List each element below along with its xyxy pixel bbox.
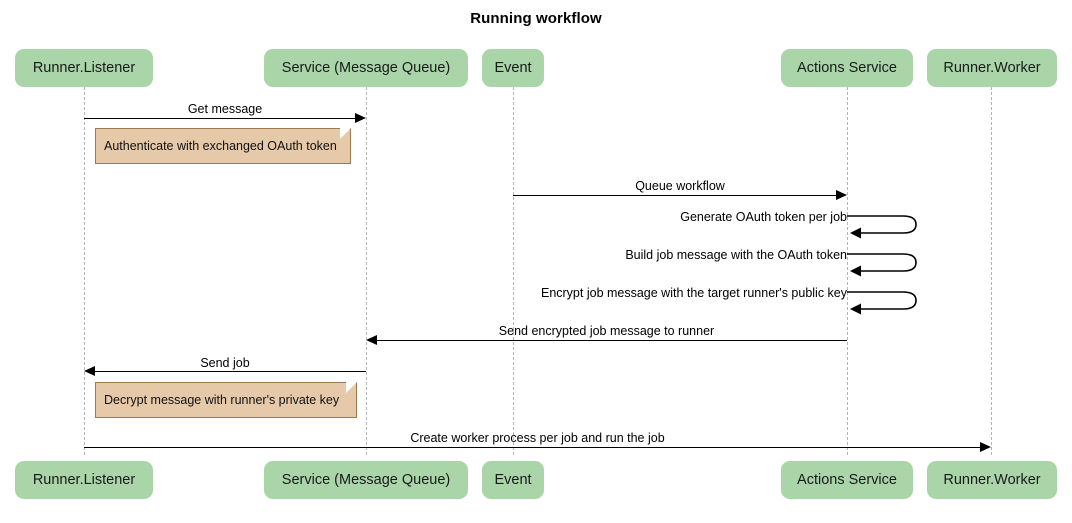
message-line-send-encrypted-job-message-to-runner	[377, 340, 847, 341]
message-arrowhead-queue-workflow	[836, 190, 847, 200]
message-label-get-message: Get message	[187, 102, 263, 116]
participant-label: Service (Message Queue)	[281, 472, 451, 488]
message-line-queue-workflow	[513, 195, 837, 196]
lifeline-actions-service	[847, 87, 848, 455]
message-line-send-job	[95, 371, 366, 372]
page-title: Running workflow	[470, 10, 602, 27]
message-label-queue-workflow: Queue workflow	[635, 179, 725, 193]
note-authenticate-with-exchanged-oauth-token: Authenticate with exchanged OAuth token	[95, 128, 351, 164]
participant-label: Service (Message Queue)	[281, 60, 451, 76]
message-line-get-message	[84, 118, 356, 119]
participant-service-message-queue-top[interactable]: Service (Message Queue)	[264, 49, 468, 87]
message-label-create-worker-process-per-job-and-run-the-job: Create worker process per job and run th…	[410, 431, 665, 445]
participant-actions-service-top[interactable]: Actions Service	[781, 49, 913, 87]
message-label-send-job: Send job	[200, 356, 250, 370]
note-decrypt-message-with-runners-private-key: Decrypt message with runner's private ke…	[95, 382, 357, 418]
lifeline-runner-listener	[84, 87, 85, 455]
participant-label: Actions Service	[797, 472, 897, 488]
participant-label: Runner.Listener	[32, 60, 136, 76]
participant-runner-worker-bottom[interactable]: Runner.Worker	[927, 461, 1057, 499]
participant-event-bottom[interactable]: Event	[482, 461, 544, 499]
participant-label: Runner.Worker	[943, 60, 1041, 76]
participant-label: Event	[494, 472, 532, 488]
self-message-encrypt-job-message-with-the-target-runners-public-key	[847, 289, 927, 315]
message-label-build-job-message-with-the-oauth-token: Build job message with the OAuth token	[625, 248, 847, 262]
message-label-generate-oauth-token-per-job: Generate OAuth token per job	[680, 210, 847, 224]
message-arrowhead-create-worker-process-per-job-and-run-the-job	[980, 442, 991, 452]
participant-runner-listener-bottom[interactable]: Runner.Listener	[15, 461, 153, 499]
participant-actions-service-bottom[interactable]: Actions Service	[781, 461, 913, 499]
participant-event-top[interactable]: Event	[482, 49, 544, 87]
participant-label: Runner.Worker	[943, 472, 1041, 488]
note-fold-icon	[346, 382, 357, 393]
participant-label: Runner.Listener	[32, 472, 136, 488]
note-label: Decrypt message with runner's private ke…	[104, 393, 340, 407]
message-arrowhead-get-message	[355, 113, 366, 123]
note-label: Authenticate with exchanged OAuth token	[104, 139, 337, 153]
participant-runner-listener-top[interactable]: Runner.Listener	[15, 49, 153, 87]
message-arrowhead-send-encrypted-job-message-to-runner	[366, 335, 377, 345]
self-message-build-job-message-with-the-oauth-token	[847, 251, 927, 277]
note-fold-icon	[340, 128, 351, 139]
lifeline-event	[513, 87, 514, 455]
participant-runner-worker-top[interactable]: Runner.Worker	[927, 49, 1057, 87]
lifeline-service-message-queue	[366, 87, 367, 455]
participant-service-message-queue-bottom[interactable]: Service (Message Queue)	[264, 461, 468, 499]
self-message-generate-oauth-token-per-job	[847, 213, 927, 239]
message-arrowhead-send-job	[84, 366, 95, 376]
message-label-send-encrypted-job-message-to-runner: Send encrypted job message to runner	[498, 324, 715, 338]
lifeline-runner-worker	[991, 87, 992, 455]
participant-label: Actions Service	[797, 60, 897, 76]
message-line-create-worker-process-per-job-and-run-the-job	[84, 447, 981, 448]
participant-label: Event	[494, 60, 532, 76]
message-label-encrypt-job-message-with-the-target-runners-public-key: Encrypt job message with the target runn…	[540, 286, 847, 300]
